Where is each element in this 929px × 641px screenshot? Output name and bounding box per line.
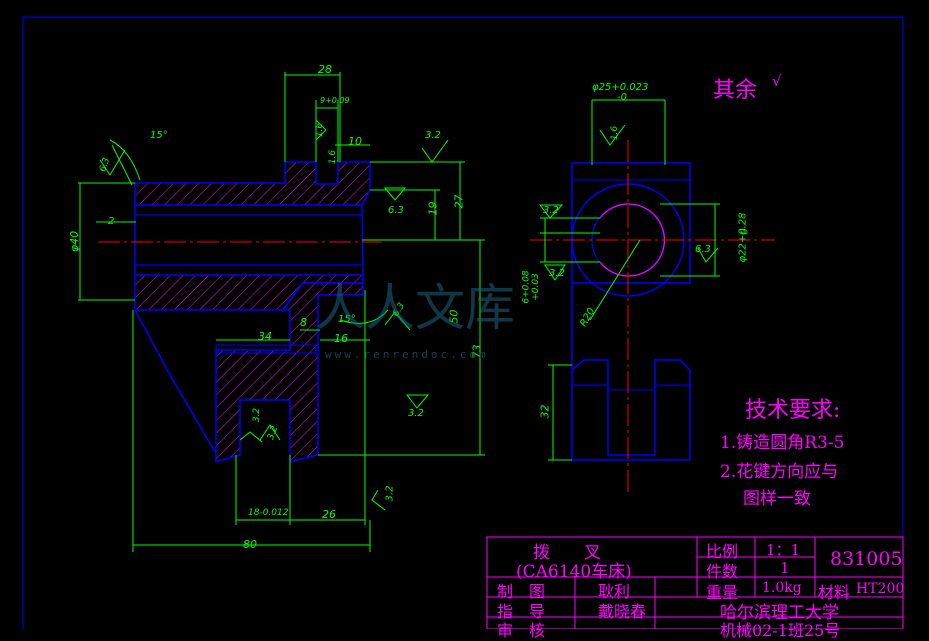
roughness-label: 6.3 [388,205,404,216]
watermark-text: 人人文库 [315,279,515,337]
class-info: 机械02-1班25号 [720,621,841,640]
title-block [486,536,904,629]
roughness-symbols-front [99,119,449,511]
dim-phi22-lower: 0 [739,228,751,235]
school-name: 哈尔滨理工大学 [720,603,839,623]
drawing-frame [22,16,904,629]
scale-value: 1：1 [766,541,801,559]
upper-wall-section [134,161,371,206]
dim-19: 19 [426,201,440,216]
roughness-label: 3.2 [252,407,263,423]
dim-26: 26 [322,508,336,521]
angle-15-bottom: 15° [338,314,356,325]
weight-value: 1.0kg [762,580,802,596]
dim-32: 32 [538,404,552,419]
requirement-2: 2.花键方向应与 [720,462,839,482]
scale-label: 比例 [706,542,739,561]
fork-arm-section [215,282,364,463]
roughness-label: 1.6 [315,122,326,138]
material-value: HT200 [856,581,905,597]
dim-phi22: φ22+0.28 [737,212,749,263]
roughness-label: 3.2 [408,408,424,419]
drawn-label: 制 图 [497,582,546,601]
dim-27: 27 [452,194,466,209]
weight-label: 重量 [706,583,739,602]
roughness-label: 3.2 [543,205,559,216]
roughness-label: 3.2 [425,130,441,141]
side-view [530,140,775,495]
side-dimensions [538,99,720,461]
dim-tol18: 18-0.012 [248,508,289,518]
roughness-label: 3.2 [549,268,565,279]
drawing-number: 831005 [830,548,903,570]
requirement-3: 图样一致 [743,489,811,509]
dim-phi25-lower: -0 [617,92,627,103]
check-label: 审 核 [497,621,546,640]
dim-34: 34 [258,330,272,343]
remainder-roughness-icon: √ [772,72,782,90]
qty-value: 1 [780,559,790,577]
roughness-label: 6.3 [98,156,113,174]
roughness-label: 1.6 [610,125,621,141]
remainder-note: 其余 [713,78,758,103]
dim-r20: R20 [578,306,598,329]
guide-label: 指 导 [497,602,546,621]
dim-2: 2 [108,216,115,227]
front-view [98,161,382,463]
dim-tol9: 9+0.09 [320,96,350,105]
dim-phi40: φ40 [68,230,82,253]
roughness-label: 6.3 [695,244,711,255]
dim-8: 8 [300,316,307,329]
guide-name: 戴晓春 [598,602,647,621]
watermark-url: www.renrendoc.com [325,348,489,361]
machine-name: (CA6140车床) [516,562,632,582]
dim-28: 28 [318,63,332,76]
roughness-label: 3.2 [266,424,281,442]
dim-phi25: φ25+0.023 [592,82,649,93]
angle-15-top: 15° [150,130,168,141]
requirements-title: 技术要求: [745,398,841,423]
drawn-name: 耿利 [598,582,631,601]
front-dimensions [78,72,485,552]
roughness-label: 1.6 [328,149,339,165]
dim-10: 10 [348,135,362,148]
roughness-label: 3.2 [384,485,396,502]
qty-label: 件数 [706,562,739,581]
material-label: 材料 [818,583,851,602]
part-name: 拨 叉 [533,543,601,563]
dim-six-lower: +0.03 [530,273,541,301]
dim-16: 16 [334,332,348,345]
dim-80: 80 [243,538,257,551]
requirement-1: 1.铸造圆角R3-5 [720,433,845,453]
